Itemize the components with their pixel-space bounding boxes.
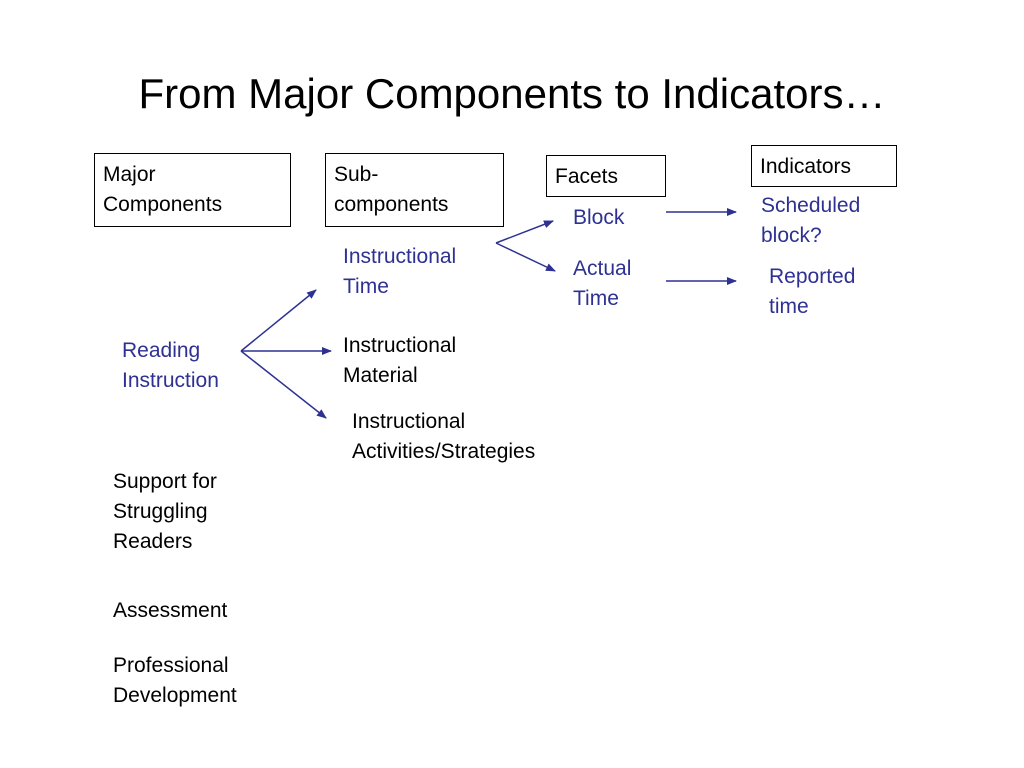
instructional-time-line-1: Instructional [343, 245, 457, 268]
instructional-time-line-2: Time [343, 275, 389, 298]
scheduled-block-line-2: block? [761, 224, 822, 247]
major-components-header-line-1: Major [103, 163, 156, 186]
reported-time-line-2: time [769, 295, 809, 318]
arrow-instructional-time-to-block [495, 220, 554, 244]
instructional-time-label: Instructional Time [343, 242, 456, 302]
reading-instruction-line-1: Reading [122, 339, 201, 362]
support-struggling-readers-label: Support for Struggling Readers [113, 467, 217, 557]
instructional-material-line-2: Material [343, 364, 418, 387]
support-line-3: Readers [113, 530, 193, 553]
instructional-activities-label: Instructional Activities/Strategies [352, 407, 535, 467]
reading-instruction-line-2: Instruction [122, 369, 219, 392]
reported-time-line-1: Reported [769, 265, 856, 288]
instructional-material-line-1: Instructional [343, 334, 457, 357]
sub-components-header-box: Sub- components [325, 153, 504, 227]
instructional-material-label: Instructional Material [343, 331, 456, 391]
sub-components-header-line-1: Sub- [334, 163, 379, 186]
professional-development-line-1: Professional [113, 654, 229, 677]
reading-instruction-label: Reading Instruction [122, 336, 219, 396]
assessment-label: Assessment [113, 599, 228, 622]
sub-components-header-line-2: components [334, 193, 449, 216]
actual-time-line-2: Time [573, 287, 619, 310]
indicators-header-box: Indicators [751, 145, 897, 187]
facets-header-label: Facets [555, 165, 619, 188]
reported-time-indicator-label: Reported time [769, 262, 855, 322]
professional-development-line-2: Development [113, 684, 237, 707]
support-line-2: Struggling [113, 500, 208, 523]
arrow-reading-to-instructional-activities [240, 350, 327, 419]
scheduled-block-line-1: Scheduled [761, 194, 861, 217]
major-components-header-box: Major Components [94, 153, 291, 227]
professional-development-label: Professional Development [113, 651, 237, 711]
arrow-reading-to-instructional-time [240, 289, 317, 352]
major-components-header-line-2: Components [103, 193, 223, 216]
block-facet-label: Block [573, 206, 625, 229]
slide-title: From Major Components to Indicators… [138, 70, 886, 117]
facets-header-box: Facets [546, 155, 666, 197]
instructional-activities-line-2: Activities/Strategies [352, 440, 536, 463]
actual-time-line-1: Actual [573, 257, 632, 280]
instructional-activities-line-1: Instructional [352, 410, 466, 433]
arrow-instructional-time-to-actual-time [495, 242, 556, 272]
support-line-1: Support for [113, 470, 217, 493]
scheduled-block-indicator-label: Scheduled block? [761, 191, 860, 251]
actual-time-facet-label: Actual Time [573, 254, 631, 314]
indicators-header-label: Indicators [760, 155, 852, 178]
